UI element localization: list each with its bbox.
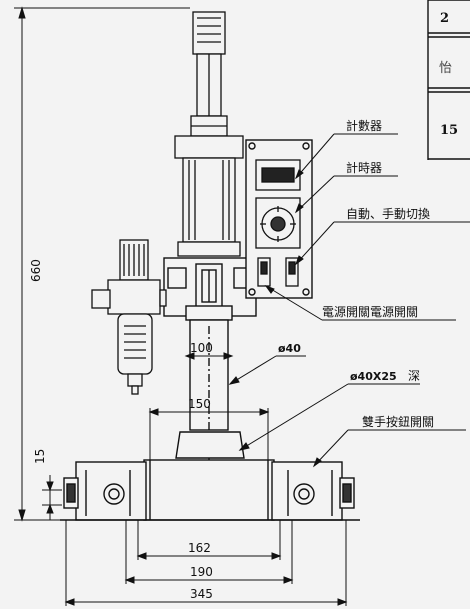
dim-345-label: 345	[190, 587, 213, 601]
leader-dual-button	[312, 429, 466, 468]
cylinder-top	[174, 11, 244, 257]
label-timer: 計時器	[346, 160, 382, 175]
leader-dia40	[228, 355, 306, 385]
dim-100-label: 100	[190, 341, 213, 355]
label-power-switch: 電源開關電源開關	[322, 305, 418, 319]
label-dual-button-switch: 雙手按鈕開關	[362, 415, 434, 429]
label-auto-manual-switch: 自動、手動切換	[346, 207, 430, 221]
label-counter: 計數器	[346, 118, 382, 133]
dim-dia40-label: ø40	[278, 342, 301, 355]
counter-display	[255, 159, 301, 191]
dim-190	[124, 520, 294, 584]
dim-190-label: 190	[190, 565, 213, 579]
leader-power	[264, 284, 456, 321]
dim-660-label: 660	[29, 259, 43, 282]
dim-162-label: 162	[188, 541, 211, 555]
air-regulator	[91, 239, 167, 395]
leader-hole	[238, 383, 420, 451]
table-cell-row3: 15	[440, 123, 458, 138]
spec-table	[427, 0, 470, 160]
power-switch-icons	[257, 257, 299, 287]
dim-150	[148, 408, 270, 460]
base-table	[143, 459, 275, 521]
press-head	[163, 257, 257, 321]
leader-timer	[294, 175, 398, 214]
dim-150-label: 150	[188, 397, 211, 411]
table-cell-row1: 2	[440, 11, 449, 26]
table-cell-row2: 怡	[439, 61, 452, 76]
dim-base-height	[42, 475, 62, 520]
dim-hole-depth-label: 深	[408, 369, 420, 383]
leader-auto-manual	[294, 221, 470, 266]
dim-hole-label: ø40X25	[350, 370, 397, 383]
dim-100	[184, 352, 234, 360]
right-button-block	[271, 461, 355, 521]
dim-345	[64, 520, 348, 606]
dim-overall-height	[14, 6, 190, 522]
left-button-block	[63, 461, 147, 521]
dim-162	[136, 520, 282, 560]
leader-counter	[294, 133, 398, 180]
timer-dial	[255, 197, 301, 249]
dim-15-label: 15	[33, 449, 47, 464]
